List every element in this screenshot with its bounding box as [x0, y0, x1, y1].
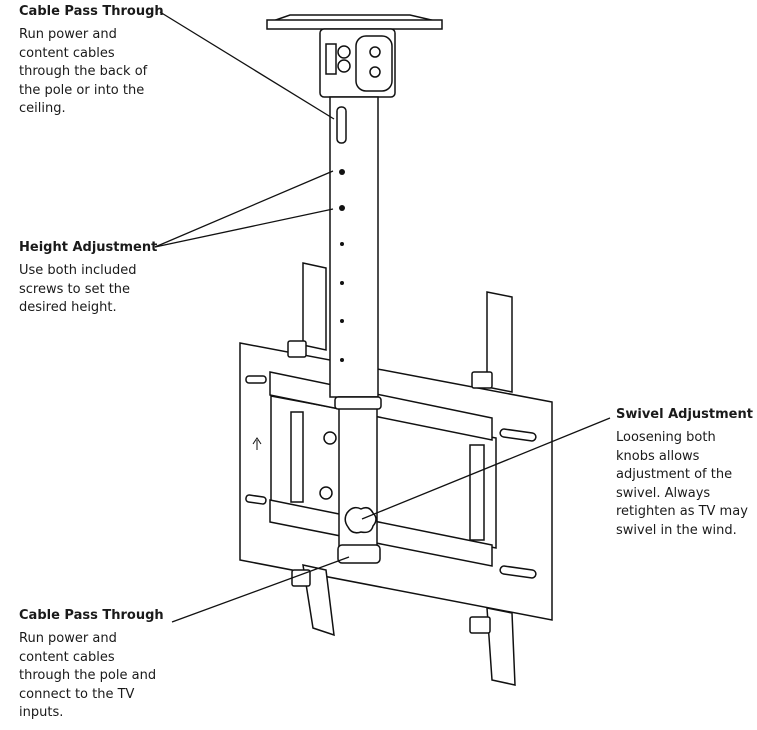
callout-cable-pass-through-bottom: Cable Pass Through Run power and content… — [19, 607, 189, 723]
callout-title: Swivel Adjustment — [616, 407, 753, 422]
callout-leader-lines — [154, 11, 611, 623]
callout-text: Loosening both knobs allows adjustment o… — [616, 430, 748, 538]
callout-title: Cable Pass Through — [19, 4, 164, 19]
callout-swivel-adjustment: Swivel Adjustment Loosening both knobs a… — [616, 406, 756, 540]
ceiling-plate — [266, 14, 443, 30]
tv-mount-frame — [239, 262, 553, 686]
callout-title: Cable Pass Through — [19, 608, 164, 623]
callout-title: Height Adjustment — [19, 240, 158, 255]
callout-text: Run power and content cables through the… — [19, 631, 157, 720]
callout-cable-pass-through-top: Cable Pass Through Run power and content… — [19, 3, 179, 119]
swivel-knob — [344, 506, 377, 534]
callout-text: Run power and content cables through the… — [19, 27, 148, 116]
ceiling-bracket — [319, 28, 396, 98]
callout-text: Use both included screws to set the desi… — [19, 263, 137, 315]
callout-height-adjustment: Height Adjustment Use both included scre… — [19, 239, 179, 318]
